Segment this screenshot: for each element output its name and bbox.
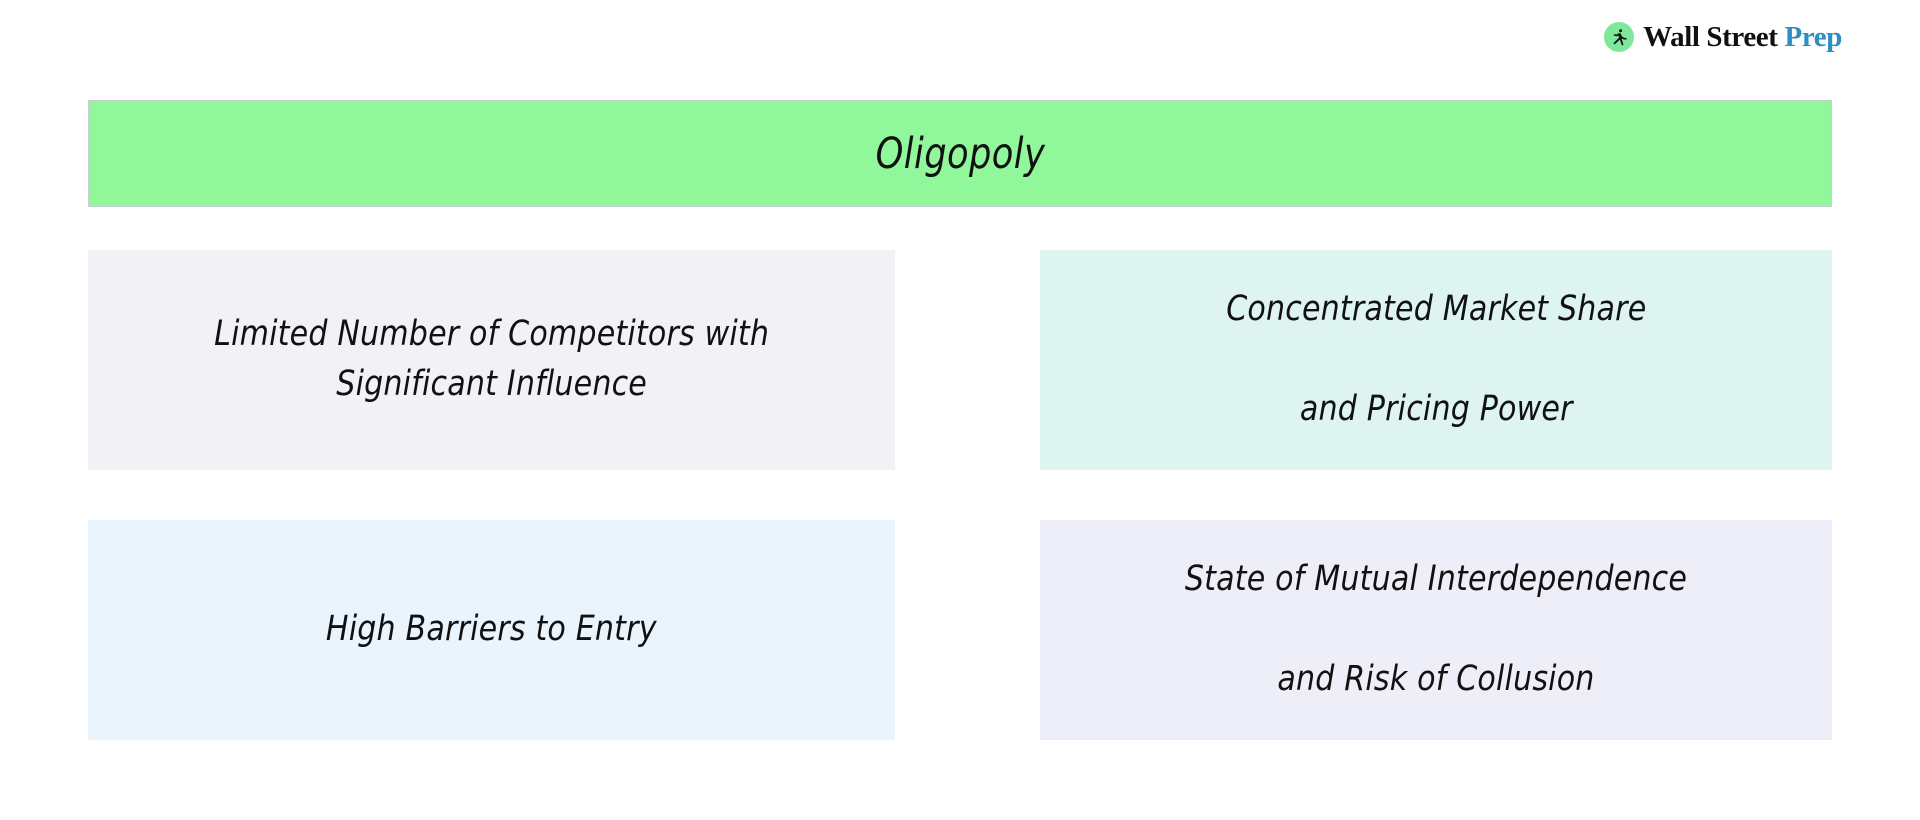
card-high-barriers-to-entry: High Barriers to Entry	[88, 520, 895, 740]
card-label: High Barriers to Entry	[326, 609, 657, 650]
card-label: Limited Number of Competitors with Signi…	[214, 314, 769, 404]
card-label: State of Mutual Interdependence and Risk…	[1184, 559, 1688, 699]
card-concentrated-market-share: Concentrated Market Share and Pricing Po…	[1040, 250, 1832, 470]
brand-accent-text: Prep	[1784, 20, 1843, 53]
wall-street-prep-logo: Wall Street Prep	[1604, 20, 1842, 54]
running-person-logo-icon	[1604, 22, 1635, 52]
card-label: Concentrated Market Share and Pricing Po…	[1225, 289, 1647, 429]
card-mutual-interdependence: State of Mutual Interdependence and Risk…	[1040, 520, 1832, 740]
title-banner: Oligopoly	[88, 100, 1832, 207]
page-title: Oligopoly	[875, 128, 1045, 179]
brand-primary-text: Wall Street	[1643, 20, 1778, 53]
card-limited-competitors: Limited Number of Competitors with Signi…	[88, 250, 895, 470]
brand-wordmark: Wall Street Prep	[1643, 21, 1842, 54]
